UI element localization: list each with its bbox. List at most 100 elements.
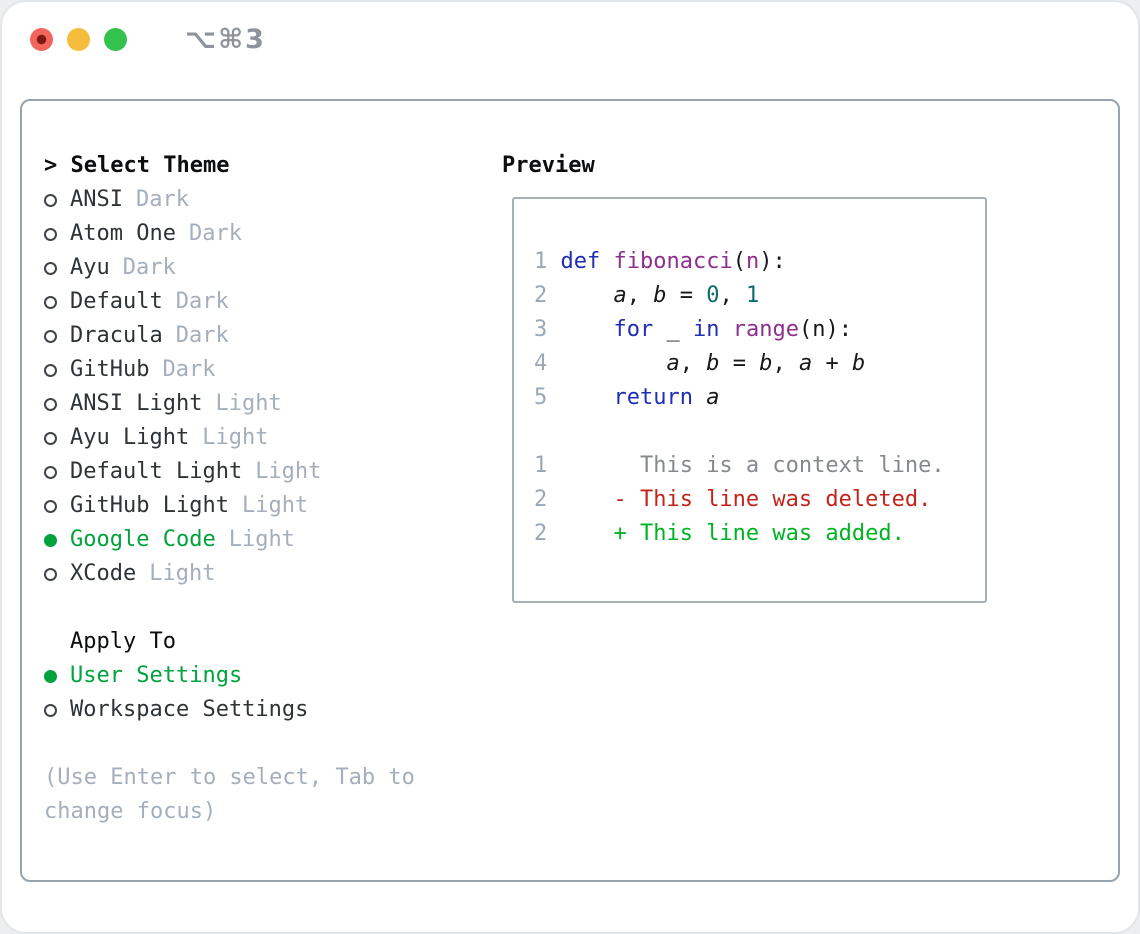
apply-option-user-settings[interactable]: User Settings xyxy=(44,659,502,693)
token-var: b xyxy=(706,351,720,376)
token-kw: def xyxy=(560,249,601,274)
token-var: a xyxy=(798,351,813,376)
theme-option-atom-one[interactable]: Atom One Dark xyxy=(44,217,502,251)
theme-variant-tag: Light xyxy=(149,561,216,586)
diff-line-added: 2 + This line was added. xyxy=(534,521,905,546)
line-number: 3 xyxy=(534,317,548,342)
diff-line-context: 1 This is a context line. xyxy=(534,453,945,478)
theme-variant-tag: Dark xyxy=(175,289,229,314)
token-kw: return xyxy=(613,385,693,410)
theme-name: Dracula xyxy=(70,323,163,348)
radio-icon xyxy=(44,397,57,411)
line-number: 2 xyxy=(534,487,548,512)
line-number: 5 xyxy=(534,385,548,410)
theme-option-dracula[interactable]: Dracula Dark xyxy=(44,319,502,353)
token-kw: in xyxy=(692,317,720,342)
apply-option-workspace-settings[interactable]: Workspace Settings xyxy=(44,693,502,727)
code-line: 2 a, b = 0, 1 xyxy=(534,283,760,308)
theme-variant-tag: Dark xyxy=(122,255,176,280)
radio-selected-icon xyxy=(44,533,57,547)
line-number: 2 xyxy=(534,521,548,546)
radio-icon xyxy=(44,227,57,241)
theme-name: XCode xyxy=(70,561,137,586)
theme-option-default[interactable]: Default Dark xyxy=(44,285,502,319)
theme-variant-tag: Light xyxy=(202,425,269,450)
theme-option-default-light[interactable]: Default Light Light xyxy=(44,455,502,489)
theme-option-ansi[interactable]: ANSI Dark xyxy=(44,183,502,217)
token-var: b xyxy=(653,283,667,308)
token-fn: n xyxy=(745,249,760,274)
theme-name: Ayu xyxy=(70,255,110,280)
theme-variant-tag: Dark xyxy=(175,323,229,348)
token-var: a xyxy=(706,385,720,410)
radio-icon xyxy=(44,703,57,717)
token-var: b xyxy=(851,351,866,376)
token-num: 1 xyxy=(745,283,760,308)
token-var: b xyxy=(759,351,773,376)
code-block: 1 def fibonacci(n): 2 a, b = 0, 1 3 for _ … xyxy=(534,245,985,415)
theme-option-ayu[interactable]: Ayu Dark xyxy=(44,251,502,285)
select-theme-title: Select Theme xyxy=(70,153,230,178)
theme-name: Default Light xyxy=(70,459,243,484)
theme-name: Ayu Light xyxy=(70,425,190,450)
theme-name: ANSI Light xyxy=(70,391,203,416)
theme-name: Default xyxy=(70,289,163,314)
theme-name: ANSI xyxy=(70,187,123,212)
apply-to-header: Apply To xyxy=(70,629,176,654)
code-line: 5 return a xyxy=(534,381,985,415)
theme-option-google-code[interactable]: Google Code Light xyxy=(44,523,502,557)
select-theme-header: > Select Theme xyxy=(44,149,502,183)
code-line: 3 for _ in range(n): xyxy=(534,317,852,342)
token-num: 0 xyxy=(706,283,720,308)
zoom-button[interactable] xyxy=(104,27,127,51)
radio-icon xyxy=(44,499,57,513)
line-number: 1 xyxy=(534,453,548,478)
preview-box: 1 def fibonacci(n): 2 a, b = 0, 1 3 for _ … xyxy=(512,197,987,603)
radio-icon xyxy=(44,193,57,207)
preview-header: Preview xyxy=(502,153,595,178)
token-fn: range xyxy=(732,317,799,342)
theme-option-ayu-light[interactable]: Ayu Light Light xyxy=(44,421,502,455)
theme-name: Atom One xyxy=(70,221,176,246)
prompt-icon: > xyxy=(44,153,58,178)
theme-variant-tag: Light xyxy=(241,493,309,518)
token-var: a xyxy=(666,351,680,376)
title-bar: ⌥⌘3 xyxy=(2,2,1138,76)
radio-icon xyxy=(44,329,57,343)
token-var: a xyxy=(613,283,627,308)
theme-name: Google Code xyxy=(70,527,216,552)
token-fn: fibonacci xyxy=(613,249,733,274)
theme-variant-tag: Light xyxy=(228,527,295,552)
close-button[interactable] xyxy=(30,27,53,51)
theme-variant-tag: Dark xyxy=(135,187,189,212)
theme-name: GitHub xyxy=(70,357,150,382)
line-number: 2 xyxy=(534,283,548,308)
token-kw: for xyxy=(613,317,654,342)
apply-option-name: User Settings xyxy=(70,663,243,688)
code-line: 1 def fibonacci(n): xyxy=(534,249,786,274)
diff-block: 1 This is a context line.2 - This line w… xyxy=(534,449,985,551)
window-title: ⌥⌘3 xyxy=(185,23,266,55)
theme-variant-tag: Light xyxy=(255,459,322,484)
line-number: 4 xyxy=(534,351,548,376)
radio-selected-icon xyxy=(44,669,57,683)
theme-option-xcode[interactable]: XCode Light xyxy=(44,557,502,591)
help-text: (Use Enter to select, Tab to change focu… xyxy=(44,765,415,824)
radio-icon xyxy=(44,261,57,275)
apply-option-name: Workspace Settings xyxy=(70,697,309,722)
theme-name: GitHub Light xyxy=(70,493,229,518)
radio-icon xyxy=(44,363,57,377)
theme-option-github-light[interactable]: GitHub Light Light xyxy=(44,489,502,523)
preview-column: Preview 1 def fibonacci(n): 2 a, b = 0, 1… xyxy=(502,149,1092,880)
radio-icon xyxy=(44,567,57,581)
theme-variant-tag: Dark xyxy=(188,221,242,246)
radio-icon xyxy=(44,431,57,445)
minimize-button[interactable] xyxy=(67,27,90,51)
